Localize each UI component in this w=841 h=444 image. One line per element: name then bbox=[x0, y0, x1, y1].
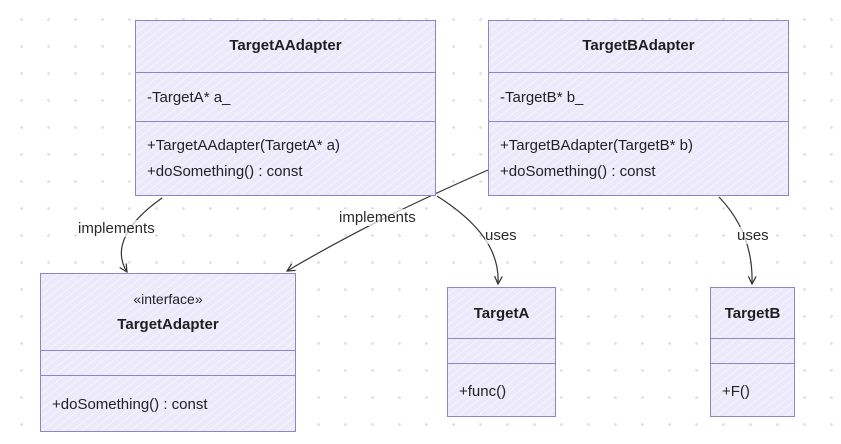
class-targetadapter[interactable]: «interface» TargetAdapter +doSomething()… bbox=[40, 273, 296, 432]
class-targetbadapter[interactable]: TargetBAdapter -TargetB* b_ +TargetBAdap… bbox=[488, 20, 789, 196]
edge-label-implements-a: implements bbox=[78, 220, 155, 237]
method-f: +F() bbox=[722, 383, 750, 400]
class-name-section: TargetAAdapter bbox=[136, 21, 435, 72]
method-dosomething: +doSomething() : const bbox=[147, 163, 303, 180]
attribute-b: -TargetB* b_ bbox=[500, 89, 584, 106]
edge-label-uses-targetb: uses bbox=[737, 227, 769, 244]
stereotype-interface: «interface» bbox=[133, 291, 203, 307]
method-func: +func() bbox=[459, 383, 507, 400]
method-dosomething: +doSomething() : const bbox=[52, 396, 208, 413]
class-name: TargetAAdapter bbox=[229, 37, 342, 54]
attributes-section bbox=[41, 350, 295, 375]
methods-section: +func() bbox=[448, 363, 555, 416]
class-name: TargetBAdapter bbox=[582, 37, 695, 54]
attributes-section: -TargetA* a_ bbox=[136, 72, 435, 121]
attributes-section: -TargetB* b_ bbox=[489, 72, 788, 121]
class-name-section: «interface» TargetAdapter bbox=[41, 274, 295, 350]
class-targetb[interactable]: TargetB +F() bbox=[710, 287, 795, 417]
method-constructor: +TargetBAdapter(TargetB* b) bbox=[500, 137, 694, 154]
edge-label-implements-b: implements bbox=[339, 209, 416, 226]
class-name: TargetA bbox=[473, 305, 530, 322]
attributes-section bbox=[711, 338, 794, 363]
class-name-section: TargetA bbox=[448, 288, 555, 338]
attributes-section bbox=[448, 338, 555, 363]
edge-label-uses-targeta: uses bbox=[485, 227, 517, 244]
class-name-section: TargetB bbox=[711, 288, 794, 338]
method-constructor: +TargetAAdapter(TargetA* a) bbox=[147, 137, 341, 154]
methods-section: +TargetBAdapter(TargetB* b) +doSomething… bbox=[489, 121, 788, 195]
methods-section: +doSomething() : const bbox=[41, 375, 295, 431]
attribute-a: -TargetA* a_ bbox=[147, 89, 231, 106]
class-targetaadapter[interactable]: TargetAAdapter -TargetA* a_ +TargetAAdap… bbox=[135, 20, 436, 196]
methods-section: +TargetAAdapter(TargetA* a) +doSomething… bbox=[136, 121, 435, 195]
class-targeta[interactable]: TargetA +func() bbox=[447, 287, 556, 417]
method-dosomething: +doSomething() : const bbox=[500, 163, 656, 180]
methods-section: +F() bbox=[711, 363, 794, 416]
class-name: TargetB bbox=[724, 305, 781, 322]
class-name-section: TargetBAdapter bbox=[489, 21, 788, 72]
class-name: TargetAdapter bbox=[117, 316, 219, 333]
